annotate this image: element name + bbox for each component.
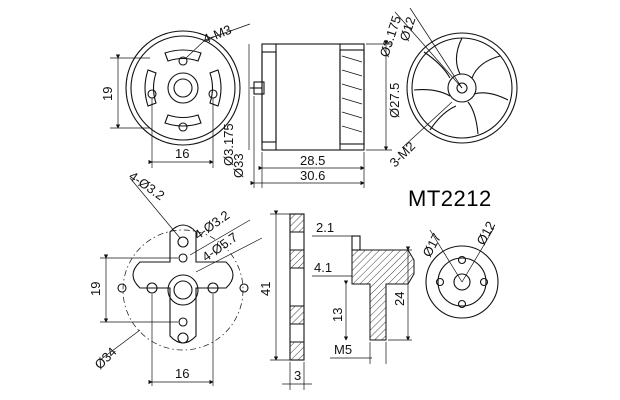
mount-height-label: 19 (88, 282, 103, 296)
shaft-dia-side-label: Ø3.175 (221, 123, 236, 166)
adapter-d1-label: 2.1 (316, 220, 334, 235)
flange-d1-label: Ø17 (419, 231, 444, 260)
total-length-label: 30.6 (300, 168, 325, 183)
can-dia-label: Ø33 (231, 153, 246, 178)
mount-width-label: 16 (175, 366, 189, 381)
model-title: MT2212 (408, 186, 492, 211)
x-mount-view: 4-Ø3.2 4-Ø3.2 4-Ø5.7 19 16 Ø34 (88, 168, 263, 386)
top-holes-label: 3-M2 (387, 139, 419, 171)
small-flange-view: Ø17 Ø12 (419, 219, 499, 319)
holes-4m3-label: 4-M3 (201, 22, 234, 47)
adapter-d2-label: 4.1 (314, 260, 332, 275)
side-height-label: 41 (258, 282, 273, 296)
adapter-h2-label: 24 (392, 292, 407, 306)
top-bore-dia-label: Ø12 (397, 15, 419, 43)
adapter-h1-label: 13 (330, 308, 345, 322)
adapter-thread-label: M5 (334, 342, 352, 357)
mount-side-view: 41 3 (258, 210, 312, 390)
prop-adapter-view: 2.1 4.1 13 24 M5 (312, 220, 415, 364)
side-thickness-label: 3 (294, 368, 301, 383)
body-dia-label: Ø27.5 (387, 83, 402, 118)
flange-d2-label: Ø12 (473, 219, 498, 248)
bottom-view: 4-M3 19 16 (100, 22, 251, 168)
body-length-label: 28.5 (300, 153, 325, 168)
side-view: Ø27.5 Ø33 28.5 30.6 Ø3.175 (221, 40, 402, 188)
top-left-height-label: 19 (100, 87, 115, 101)
top-left-width-label: 16 (175, 146, 189, 161)
